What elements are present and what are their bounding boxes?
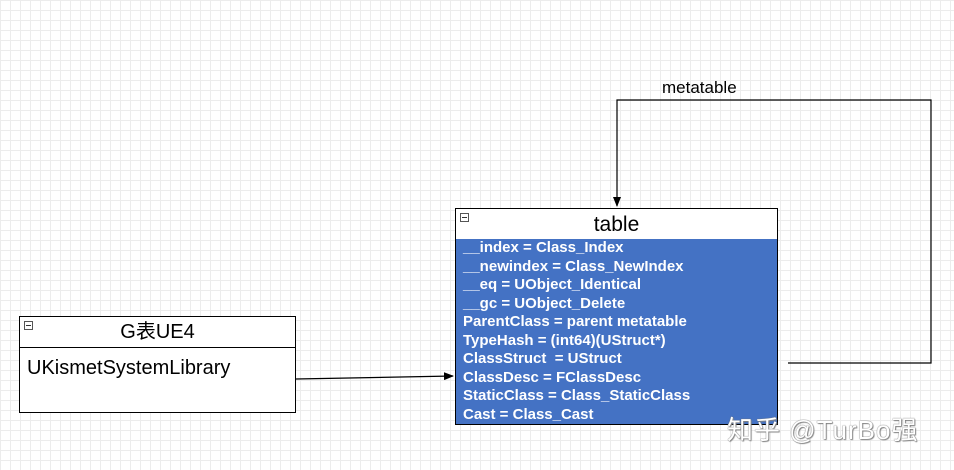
table-field[interactable]: __newindex = Class_NewIndex bbox=[463, 257, 684, 275]
table-field[interactable]: ClassDesc = FClassDesc bbox=[463, 368, 642, 386]
metatable-loop-arrow[interactable] bbox=[613, 99, 932, 364]
table-field[interactable]: __index = Class_Index bbox=[463, 239, 624, 256]
watermark: 知乎 @TurBo强 bbox=[727, 415, 919, 445]
g-table-node[interactable]: G表UE4 UKismetSystemLibrary bbox=[19, 316, 296, 413]
table-node-title: table bbox=[593, 213, 640, 236]
g-node-body: UKismetSystemLibrary bbox=[27, 357, 231, 379]
arrow-g-to-table[interactable] bbox=[295, 372, 454, 381]
table-field[interactable]: Cast = Class_Cast bbox=[463, 405, 594, 423]
collapse-icon[interactable] bbox=[460, 213, 469, 222]
metatable-label: metatable bbox=[662, 78, 737, 97]
node-divider bbox=[20, 347, 295, 348]
g-node-title: G表UE4 bbox=[120, 321, 195, 343]
table-node[interactable]: table __index = Class_Index __newindex =… bbox=[455, 208, 778, 425]
table-field[interactable]: __gc = UObject_Delete bbox=[463, 294, 626, 312]
table-field[interactable]: __eq = UObject_Identical bbox=[463, 276, 641, 293]
table-field[interactable]: TypeHash = (int64)(UStruct*) bbox=[463, 331, 666, 349]
table-field[interactable]: StaticClass = Class_StaticClass bbox=[463, 387, 691, 404]
collapse-icon[interactable] bbox=[24, 321, 33, 330]
table-field[interactable]: ClassStruct = UStruct bbox=[463, 350, 622, 367]
table-field[interactable]: ParentClass = parent metatable bbox=[463, 313, 687, 330]
table-fields: __index = Class_Index __newindex = Class… bbox=[456, 239, 777, 424]
